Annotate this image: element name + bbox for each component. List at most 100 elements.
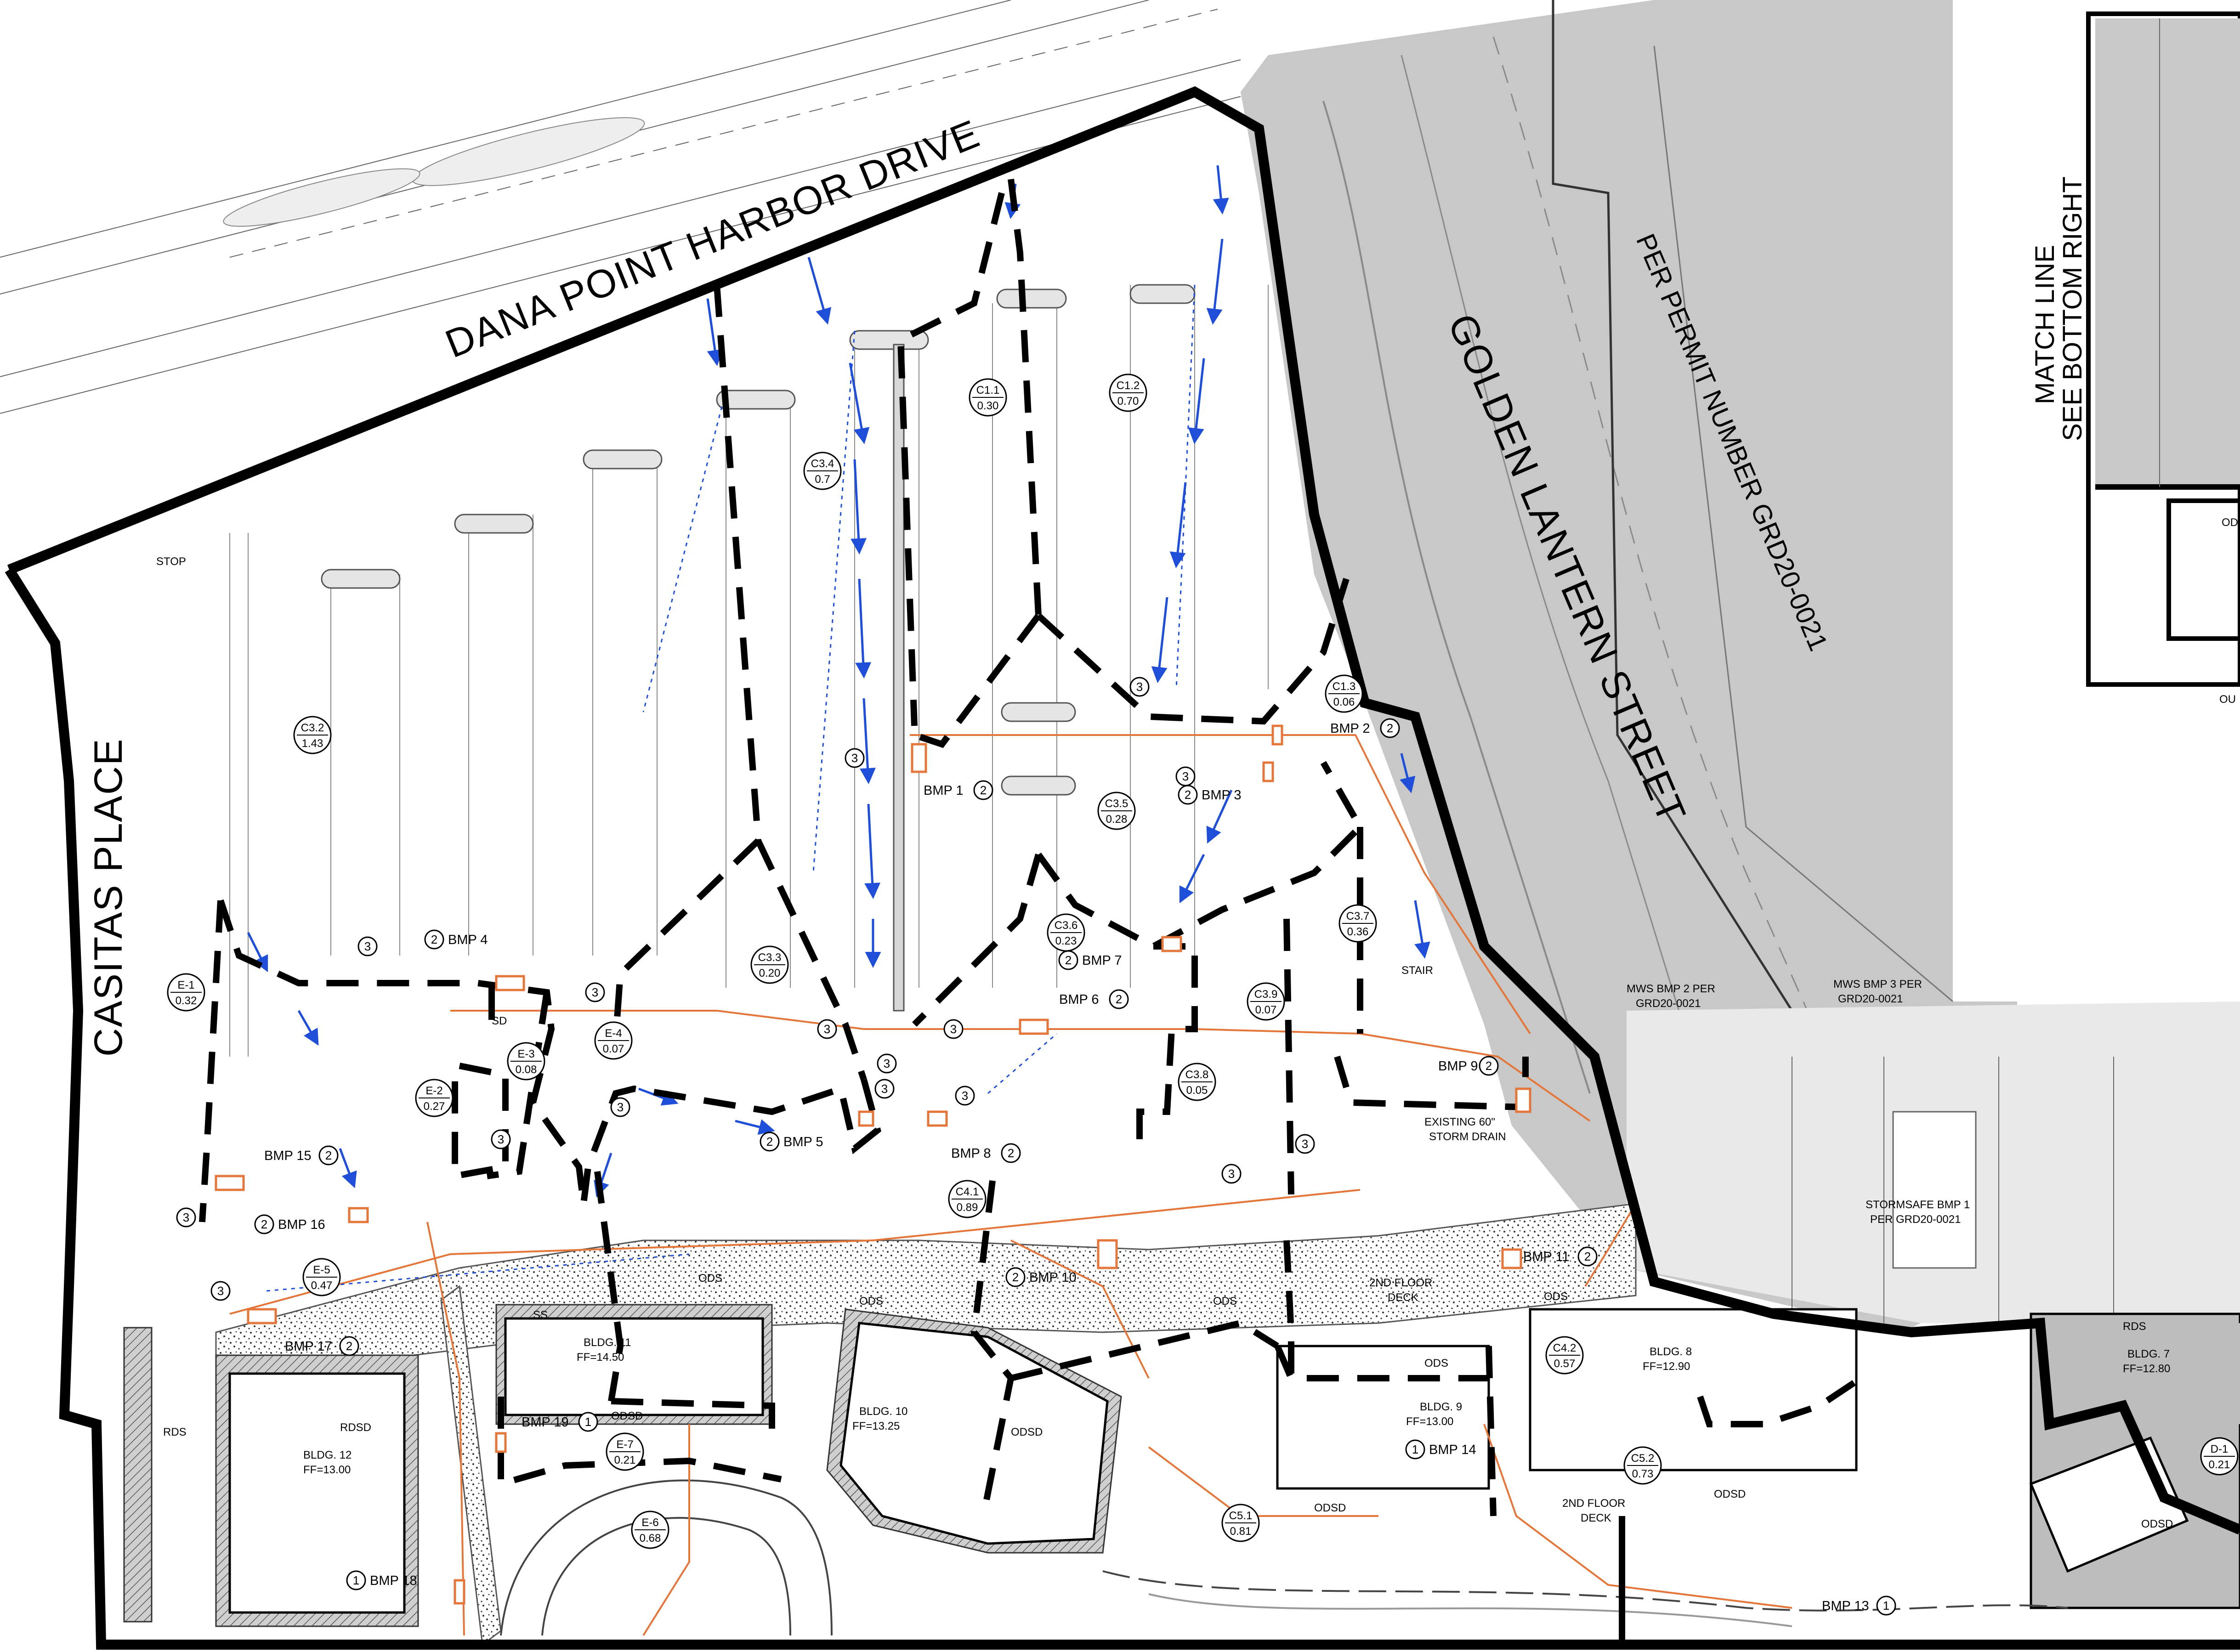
area-tag-c3-2: C3.21.43 — [293, 716, 332, 754]
inlet-callout: 3 — [210, 1281, 231, 1301]
svg-text:3: 3 — [364, 939, 371, 953]
bmp-type-number: 2 — [980, 783, 987, 797]
bmp-type-number: 2 — [1486, 1059, 1492, 1073]
area-id: E-7 — [616, 1438, 633, 1451]
area-id: C3.4 — [811, 458, 834, 470]
area-value: 0.23 — [1055, 935, 1077, 947]
inlet-callout: 3 — [874, 1079, 895, 1099]
area-value: 0.21 — [2209, 1459, 2230, 1471]
promenade — [215, 1203, 1637, 1646]
odsd-label-2: ODSD — [1011, 1426, 1043, 1438]
deck-note-a-2: DECK — [1388, 1291, 1418, 1304]
harbor-drive-roadway — [0, 0, 1264, 414]
area-value: 0.08 — [516, 1064, 537, 1076]
bmp-type-number: 2 — [431, 933, 437, 946]
svg-text:3: 3 — [183, 1211, 189, 1224]
area-value: 0.68 — [640, 1532, 661, 1545]
project-boundary — [5, 86, 2240, 1650]
bmp-type-number: 2 — [346, 1339, 352, 1353]
inlet-callout: 3 — [1129, 677, 1150, 697]
svg-text:3: 3 — [884, 1057, 890, 1070]
inlet-callout: 3 — [943, 1019, 964, 1039]
svg-text:3: 3 — [1228, 1167, 1235, 1181]
inlet-callout: 3 — [585, 982, 605, 1002]
area-id: E-3 — [517, 1048, 534, 1060]
area-tag-c3-4: C3.40.7 — [803, 452, 842, 490]
area-value: 0.06 — [1333, 696, 1355, 708]
area-tag-c1-2: C1.20.70 — [1109, 373, 1147, 412]
area-id: C3.8 — [1185, 1069, 1209, 1081]
building-name: BLDG. 11 — [584, 1336, 631, 1349]
bmp-type-number: 1 — [1412, 1443, 1418, 1456]
stormsafe-note-1: STORMSAFE BMP 1 — [1866, 1199, 1970, 1211]
svg-text:3: 3 — [962, 1089, 968, 1103]
building-ff: FF=12.80 — [2123, 1363, 2170, 1375]
bmp-name: BMP 13 — [1822, 1599, 1869, 1613]
odsd-label-3: ODSD — [1314, 1502, 1346, 1514]
area-tag-c4-2: C4.20.57 — [1545, 1336, 1584, 1375]
ods-label-4: ODS — [1424, 1357, 1448, 1369]
area-tag-c3-7: C3.70.36 — [1338, 904, 1377, 943]
bmp-type-number: 2 — [766, 1135, 773, 1148]
area-tag-c3-9: C3.90.07 — [1247, 982, 1285, 1021]
bmp-label-17: BMP 17 2 — [285, 1336, 359, 1356]
rds-label-1: RDS — [163, 1426, 187, 1438]
svg-text:3: 3 — [592, 985, 598, 999]
area-value: 0.07 — [1255, 1004, 1277, 1016]
bmp-name: BMP 6 — [1059, 992, 1099, 1007]
bmp-type-number: 2 — [1008, 1146, 1014, 1160]
building-ff: FF=13.00 — [1406, 1415, 1453, 1428]
area-value: 0.81 — [1230, 1525, 1252, 1538]
bmp-boxes — [215, 724, 1531, 1605]
bmp-name: BMP 1 — [924, 783, 964, 798]
area-tag-c3-3: C3.30.20 — [750, 945, 789, 984]
inlet-callout: 3 — [176, 1207, 196, 1228]
area-tag-e-5: E-50.47 — [302, 1258, 341, 1296]
bmp-type-number: 1 — [585, 1415, 591, 1429]
mws-bmp2-note-2: GRD20-0021 — [1636, 997, 1701, 1010]
svg-text:3: 3 — [1136, 680, 1143, 694]
area-value: 0.05 — [1186, 1084, 1208, 1097]
area-id: E-5 — [313, 1264, 330, 1276]
bmp-label-1: BMP 1 2 — [924, 780, 993, 800]
area-value: 0.21 — [614, 1454, 636, 1466]
ods-label-3: ODS — [1213, 1295, 1237, 1307]
sd-label: SD — [492, 1015, 507, 1027]
mws-bmp3-note-1: MWS BMP 3 PER — [1833, 978, 1922, 990]
ods-label-2: ODS — [859, 1295, 883, 1307]
inlet-callout: 3 — [817, 1019, 837, 1039]
buildings — [123, 1304, 2240, 1627]
area-value: 0.27 — [424, 1100, 445, 1113]
bmp-name: BMP 3 — [1202, 788, 1242, 803]
inlet-callout: 3 — [357, 936, 378, 956]
bmp-type-number: 2 — [261, 1217, 267, 1231]
area-id: C3.7 — [1346, 910, 1370, 922]
bmp-type-number: 2 — [325, 1148, 332, 1162]
bmp-type-number: 2 — [1387, 721, 1393, 735]
bmp-name: BMP 8 — [951, 1146, 991, 1161]
area-id: C4.2 — [1553, 1342, 1577, 1354]
area-id: C3.6 — [1055, 919, 1078, 932]
inlet-callout: 3 — [1175, 766, 1196, 786]
area-id: E-6 — [641, 1516, 658, 1529]
inlet-callout: 3 — [955, 1086, 975, 1106]
bmp-type-number: 2 — [1185, 788, 1191, 802]
building-labels: BLDG. 11 FF=14.50 BLDG. 10 FF=13.25 BLDG… — [303, 1336, 2170, 1476]
odsd-label-4: ODSD — [1714, 1488, 1746, 1500]
bmp-name: BMP 19 — [522, 1415, 569, 1430]
svg-text:3: 3 — [851, 751, 858, 765]
bmp-name: BMP 17 — [285, 1339, 332, 1354]
bmp-name: BMP 10 — [1029, 1270, 1077, 1285]
bmp-label-3: 2 BMP 3 — [1178, 785, 1242, 805]
deck-note-b-1: 2ND FLOOR — [1562, 1497, 1625, 1510]
svg-text:3: 3 — [824, 1022, 830, 1036]
